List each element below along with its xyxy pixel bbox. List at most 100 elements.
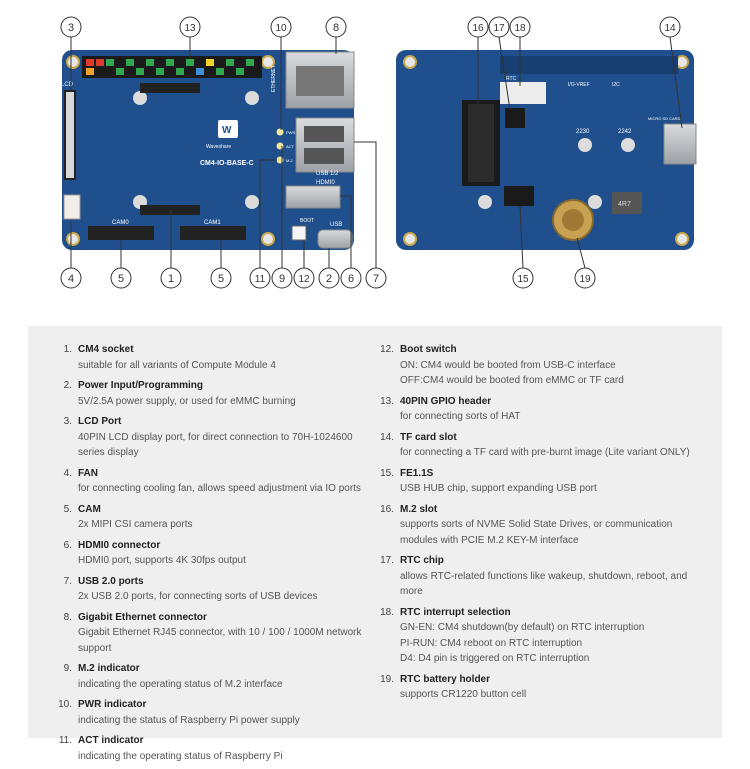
legend-item-description: for connecting cooling fan, allows speed…: [78, 483, 361, 494]
callout-6: 6: [340, 267, 362, 289]
svg-text:16: 16: [472, 23, 484, 34]
legend-item-title: ACT indicator: [78, 735, 144, 746]
legend-item-number: 19.: [380, 673, 394, 685]
gpio-pins-back: [500, 56, 678, 74]
legend-item-description: 40PIN LCD display port, for direct conne…: [78, 431, 353, 459]
back-pcb: [396, 50, 694, 250]
legend-item-title: PWR indicator: [78, 699, 147, 710]
legend-item-number: 4.: [63, 467, 72, 479]
silk-io-vref: I/O-VREF: [568, 82, 590, 88]
legend-item-description: HDMI0 port, supports 4K 30fps output: [78, 555, 246, 566]
legend-item-description: GN-EN: CM4 shutdown(by default) on RTC i…: [400, 622, 645, 664]
legend-item-description: supports sorts of NVME Solid State Drive…: [400, 519, 673, 546]
callout-8: 8: [325, 16, 347, 38]
callout-10: 10: [270, 16, 292, 38]
legend-item-description: for connecting a TF card with pre-burnt …: [400, 447, 690, 458]
callout-14: 14: [659, 16, 681, 38]
svg-text:9: 9: [279, 273, 285, 285]
leader-lines: [70, 36, 683, 269]
legend-item-title: Power Input/Programming: [78, 380, 204, 391]
legend-item-description: for connecting sorts of HAT: [400, 411, 521, 422]
legend-item-description: indicating the status of Raspberry Pi po…: [78, 714, 300, 726]
callout-16: 16: [467, 16, 489, 38]
legend-item-number: 11.: [58, 735, 72, 746]
silk-usb12: USB 1/2: [316, 171, 339, 177]
tf-card-slot: [663, 123, 697, 165]
legend-item-description: Gigabit Ethernet RJ45 connector, with 10…: [78, 627, 362, 654]
legend-item-title: CM4 socket: [78, 344, 134, 355]
svg-text:6: 6: [348, 273, 354, 285]
silk-rtc: RTC: [506, 76, 517, 82]
legend-item-title: LCD Port: [78, 416, 122, 427]
svg-text:14: 14: [664, 23, 676, 34]
legend-item-description: 2x USB 2.0 ports, for connecting sorts o…: [78, 591, 318, 602]
svg-text:2: 2: [326, 273, 332, 285]
callout-19: 19: [574, 267, 596, 289]
silk-lcd: LCD: [61, 82, 74, 88]
legend-item-number: 9.: [63, 663, 72, 674]
svg-text:11: 11: [255, 274, 266, 285]
boot-switch: [291, 225, 307, 241]
inductor: [612, 192, 642, 214]
legend-item-number: 12.: [380, 344, 394, 355]
cm4-socket-top: [140, 83, 200, 93]
silk-micro-sd: MICRO SD CARD: [648, 116, 681, 121]
callout-9: 9: [271, 267, 293, 289]
callout-13: 13: [179, 16, 201, 38]
legend-item-number: 18.: [380, 606, 394, 618]
waveshare-logo: [218, 120, 238, 138]
mounting-hole: [66, 232, 80, 246]
svg-text:5: 5: [218, 273, 224, 285]
legend-item-title: RTC chip: [400, 555, 444, 566]
legend-item-number: 17.: [380, 555, 394, 566]
svg-text:5: 5: [118, 273, 124, 285]
svg-text:17: 17: [493, 23, 505, 34]
svg-text:1: 1: [168, 273, 174, 285]
silk-2230: 2230: [576, 129, 590, 135]
silk-cam0: CAM0: [112, 220, 129, 226]
legend-item-title: FAN: [78, 467, 98, 479]
svg-text:18: 18: [514, 23, 526, 34]
silk-pwr: PWR: [286, 130, 295, 135]
legend-item-description: ON: CM4 would be booted from USB-C inter…: [400, 359, 624, 387]
callout-7: 7: [365, 267, 387, 289]
legend-item-number: 6.: [63, 539, 72, 551]
svg-text:4: 4: [68, 273, 74, 285]
silk-2242: 2242: [618, 129, 632, 135]
silk-i2c: I2C: [612, 82, 620, 88]
usb-c-port: [317, 229, 353, 249]
brand-text: Waveshare: [206, 144, 231, 150]
mounting-hole: [403, 232, 417, 246]
silk-boot: BOOT: [300, 218, 314, 224]
svg-text:13: 13: [184, 23, 196, 34]
silk-act: ACT: [286, 144, 295, 149]
callout-1: 1: [160, 267, 182, 289]
legend-item-number: 16.: [380, 503, 394, 515]
legend-item-title: TF card slot: [400, 431, 457, 443]
svg-text:15: 15: [517, 274, 529, 285]
silk-usb: USB: [330, 222, 342, 228]
legend-item-title: RTC interrupt selection: [400, 606, 511, 618]
legend-item-number: 1.: [63, 344, 72, 355]
legend-item-number: 2.: [63, 380, 72, 391]
legend-item-title: RTC battery holder: [400, 673, 491, 685]
pwr-led: [276, 128, 284, 136]
legend-item-title: HDMI0 connector: [78, 539, 161, 551]
legend-item-description: indicating the operating status of M.2 i…: [78, 678, 283, 690]
front-board: LCD CAM0 CAM1 W Waveshare CM4-IO-BASE-C …: [61, 50, 355, 250]
callout-5a: 5: [110, 267, 132, 289]
svg-text:3: 3: [68, 22, 74, 34]
